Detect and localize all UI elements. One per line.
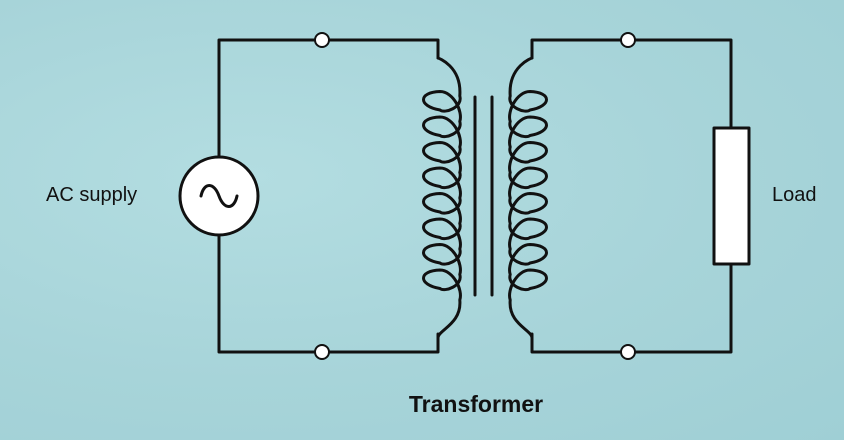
secondary-coil: [508, 56, 548, 340]
terminal-primary-top: [314, 32, 330, 48]
diagram-caption: Transformer: [409, 391, 543, 417]
terminal-secondary-top: [620, 32, 636, 48]
load-resistor: [712, 126, 751, 266]
primary-bottom-wire: [217, 234, 440, 354]
secondary-bottom-wire: [530, 262, 733, 354]
load-label: Load: [772, 184, 817, 206]
terminal-primary-bottom: [314, 344, 330, 360]
primary-top-wire: [217, 38, 440, 158]
sine-wave-icon: [199, 184, 239, 208]
secondary-circuit: [530, 38, 733, 354]
ac-source: [178, 155, 260, 237]
primary-coil: [422, 56, 462, 340]
transformer-core: [473, 95, 494, 297]
terminals: [314, 32, 636, 360]
terminal-secondary-bottom: [620, 344, 636, 360]
secondary-top-wire: [530, 38, 733, 130]
ac-supply-label: AC supply: [46, 184, 137, 206]
